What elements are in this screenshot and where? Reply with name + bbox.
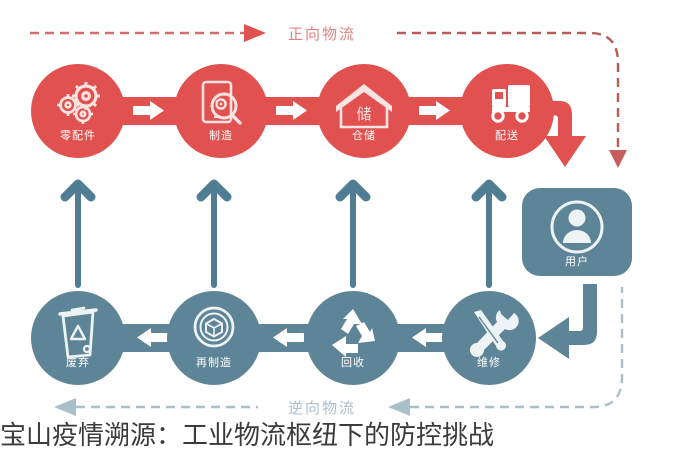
reverse-node-label: 维修 [477, 355, 501, 369]
reverse-flow-dashed-line-right [388, 287, 624, 416]
wrench-screwdriver-icon [470, 310, 519, 357]
svg-text:储: 储 [356, 106, 371, 123]
forward-chain: 零配件 制造 [31, 64, 554, 158]
forward-arrow-3 [419, 101, 450, 120]
tablet-inspect-icon [201, 80, 242, 125]
user-node-label: 用户 [565, 254, 589, 268]
warehouse-icon: 储 [336, 84, 392, 129]
trash-bin-icon [58, 306, 98, 359]
reverse-node-discard[interactable]: 废弃 [31, 291, 125, 385]
user-node[interactable]: 用户 [522, 188, 632, 276]
page-caption: 宝山疫情溯源：工业物流枢纽下的防控挑战 [0, 420, 495, 450]
forward-flow-dashed-line-left [30, 24, 266, 42]
forward-node-label: 配送 [495, 128, 519, 142]
reverse-node-label: 废弃 [66, 355, 90, 369]
delivery-to-user-elbow-arrow [534, 101, 586, 167]
forward-arrow-2 [276, 101, 307, 120]
forward-node-label: 零配件 [60, 129, 96, 142]
recycle-icon [332, 309, 375, 357]
reverse-chain: 废弃 再制造 [31, 291, 536, 385]
forward-node-label: 仓储 [352, 128, 376, 142]
reverse-flow-dashed-line-left [54, 398, 258, 416]
forward-node-label: 制造 [209, 128, 233, 142]
return-arrow-2 [196, 179, 232, 288]
return-arrows-group [60, 179, 507, 288]
forward-arrow-1 [133, 101, 164, 120]
forward-flow-label: 正向物流 [288, 26, 356, 43]
reverse-arrow-2 [273, 328, 304, 347]
reverse-node-repair[interactable]: 维修 [442, 291, 536, 385]
reverse-node-label: 回收 [341, 355, 365, 369]
forward-flow-dashed-line-right [397, 31, 627, 168]
user-to-repair-elbow-arrow [538, 284, 597, 359]
return-arrow-1 [60, 179, 96, 288]
return-arrow-3 [335, 179, 371, 288]
user-avatar-icon [550, 200, 604, 254]
return-arrow-4 [471, 179, 507, 288]
gears-icon [57, 82, 100, 124]
forward-node-parts[interactable]: 零配件 [31, 64, 125, 158]
reverse-arrow-1 [137, 328, 168, 347]
reverse-flow-label: 逆向物流 [288, 400, 356, 417]
forward-node-delivery[interactable]: 配送 [460, 64, 554, 158]
reverse-arrow-3 [412, 328, 443, 347]
reverse-node-label: 再制造 [196, 355, 232, 369]
forward-node-warehouse[interactable]: 储 仓储 [317, 64, 411, 158]
remanufacture-cube-icon [193, 306, 235, 348]
reverse-node-remanufacture[interactable]: 再制造 [167, 291, 261, 385]
truck-icon [491, 85, 530, 123]
reverse-node-recycle[interactable]: 回收 [306, 291, 400, 385]
forward-node-manufacture[interactable]: 制造 [174, 64, 268, 158]
